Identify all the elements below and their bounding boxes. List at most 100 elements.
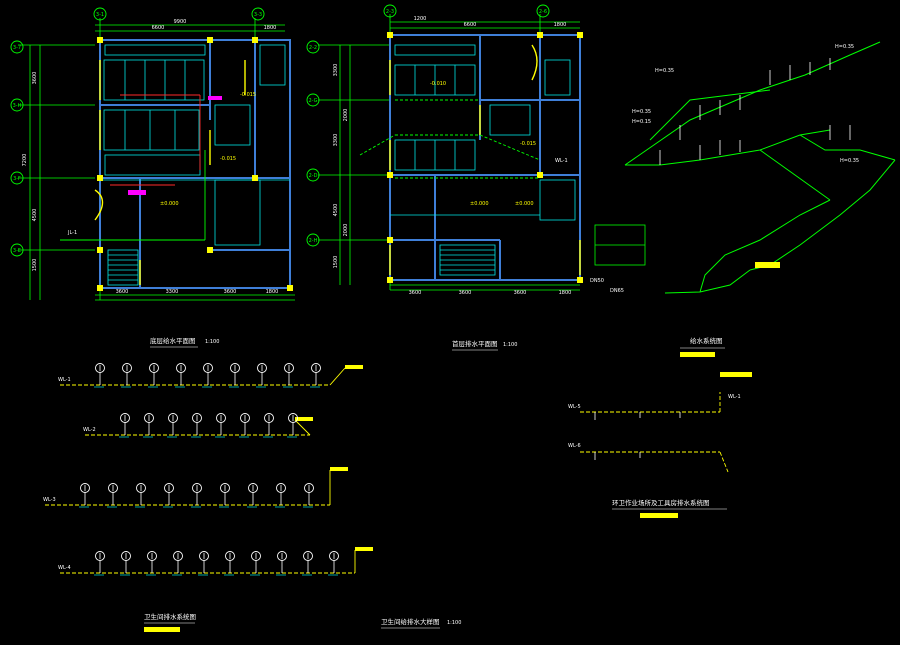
plan2-dim-left-3: 3300	[333, 134, 339, 147]
fixture-symbol	[120, 413, 130, 423]
iso-label-1: H=0.35	[632, 109, 651, 115]
env-label-box	[720, 372, 752, 377]
plan2-axis-top-2: 2-6	[539, 9, 547, 15]
plan2-axis-left-3: 2-D	[309, 173, 318, 179]
plan1-dim-bottom-2: 3300	[166, 289, 179, 295]
plan1-supply-pipes	[110, 94, 201, 186]
plan1-label-3: -0.015	[240, 92, 256, 98]
titles: 底层给水平面图 1:100 首层排水平面图 1:100 给水系统图 卫生间排水系…	[144, 336, 727, 632]
env-row1-start: WL-5	[568, 404, 581, 410]
plan1-label-2: ±0.000	[160, 201, 179, 207]
plan2-drain-pipes	[359, 99, 541, 179]
env-drain-system: WL-5 WL-6 WL-1	[568, 372, 752, 473]
plan2-dim-left-1: 3300	[333, 64, 339, 77]
fixture-symbol	[95, 551, 105, 561]
env-pipes	[580, 392, 729, 473]
plan1-axis-left-3: 3-F	[13, 176, 21, 182]
fixture-symbol	[304, 483, 314, 493]
fixture-symbol	[122, 363, 132, 373]
fixture-symbol	[144, 413, 154, 423]
plan2-inner-lines	[390, 44, 576, 276]
iso-supply-system	[624, 41, 896, 294]
drain-row: WL-2	[83, 413, 313, 438]
fixture-symbol	[173, 551, 183, 561]
drain-row-tag	[330, 467, 348, 471]
fixture-symbol	[192, 413, 202, 423]
iso-risers	[659, 58, 851, 165]
iso-label-3: H=0.35	[835, 44, 854, 50]
plan2-label-3: -0.015	[520, 141, 536, 147]
plan2-dim-bottom-1: 3600	[409, 290, 422, 296]
plan2-doors	[389, 44, 581, 275]
fixture-symbol	[203, 363, 213, 373]
drain-row: WL-4	[58, 547, 373, 576]
env-stubs	[594, 412, 681, 460]
plan2-dim-left-5: 2000	[343, 224, 349, 237]
plan1-floor-plan: 3-1 3-3 3-7 3-H 3-F 3-E 9900 6600 1800 3…	[10, 7, 295, 301]
plan1-axis-top-1: 3-1	[96, 12, 104, 18]
title-drain-system: 卫生间排水系统图	[144, 612, 196, 621]
fixture-symbol	[216, 413, 226, 423]
plan2-dim-top-1: 1200	[414, 16, 427, 22]
drain-row-riser	[294, 419, 311, 436]
fixture-symbol	[248, 483, 258, 493]
iso-tag	[755, 262, 780, 268]
plan2-axis-left-4: 2-H	[309, 238, 318, 244]
plan1-dim-bottom-3: 3600	[224, 289, 237, 295]
fixture-symbol	[136, 483, 146, 493]
drain-row-start: WL-2	[83, 427, 96, 433]
plan1-dimension-lines	[18, 18, 295, 301]
env-tag: WL-1	[728, 394, 741, 400]
title-detail-scale: 1:100	[447, 620, 461, 626]
plan2-dim-left-6: 1500	[333, 256, 339, 269]
drain-row: WL-3	[43, 467, 348, 508]
plan2-label-5: ±0.000	[515, 201, 534, 207]
drain-row-tag	[345, 365, 363, 369]
fixture-symbol	[168, 413, 178, 423]
fixture-symbol	[164, 483, 174, 493]
plan2-dim-bottom-3: 3600	[514, 290, 527, 296]
iso-label-4: H=0.35	[655, 68, 674, 74]
iso-label-5: H=0.35	[840, 158, 859, 164]
plan1-dim-top-1: 9900	[174, 19, 187, 25]
title-detail: 卫生间给排水大样图	[381, 617, 440, 626]
plan1-axis-top-2: 3-3	[254, 12, 262, 18]
title-supply-system: 给水系统图	[690, 336, 723, 345]
fixture-symbol	[176, 363, 186, 373]
plan1-dim-left-4: 1500	[32, 259, 38, 272]
plan1-walls	[99, 39, 291, 289]
iso-label-2: H=0.15	[632, 119, 651, 125]
plan1-dim-bottom-1: 3600	[116, 289, 129, 295]
plan1-label-1: -0.015	[220, 156, 236, 162]
plan2-axis-left-2: 2-G	[308, 98, 317, 104]
title-plan2: 首层排水平面图	[452, 339, 498, 348]
plan2-label-1: -0.010	[430, 81, 446, 87]
fixture-symbol	[251, 551, 261, 561]
plan2-columns	[387, 32, 583, 283]
plan2-axis-top-1: 2-3	[386, 9, 394, 15]
drain-row: WL-1	[58, 363, 363, 388]
plan1-markers	[128, 96, 222, 195]
fixture-symbol	[80, 483, 90, 493]
fixture-symbol	[108, 483, 118, 493]
fixture-symbol	[284, 363, 294, 373]
title-env-tag	[640, 513, 678, 518]
fixture-symbol	[95, 363, 105, 373]
plan1-axis-left-2: 3-H	[13, 103, 22, 109]
fixture-symbol	[220, 483, 230, 493]
fixture-symbol	[121, 551, 131, 561]
plan1-axis-left-1: 3-7	[13, 45, 21, 51]
plan1-label-4: JL-1	[67, 230, 77, 236]
plan2-dim-bottom-2: 3600	[459, 290, 472, 296]
fixture-symbol	[192, 483, 202, 493]
plan1-dim-left-3: 4500	[32, 209, 38, 222]
title-supply-tag	[680, 352, 715, 357]
plan2-dim-top-3: 1800	[554, 22, 567, 28]
iso-label-6: DN50	[590, 278, 604, 284]
fixture-symbol	[149, 363, 159, 373]
plan1-columns	[97, 37, 293, 291]
plan1-dim-bottom-4: 1800	[266, 289, 279, 295]
plan1-axis-bubbles	[10, 7, 265, 257]
plan2-dim-left-4: 4500	[333, 204, 339, 217]
